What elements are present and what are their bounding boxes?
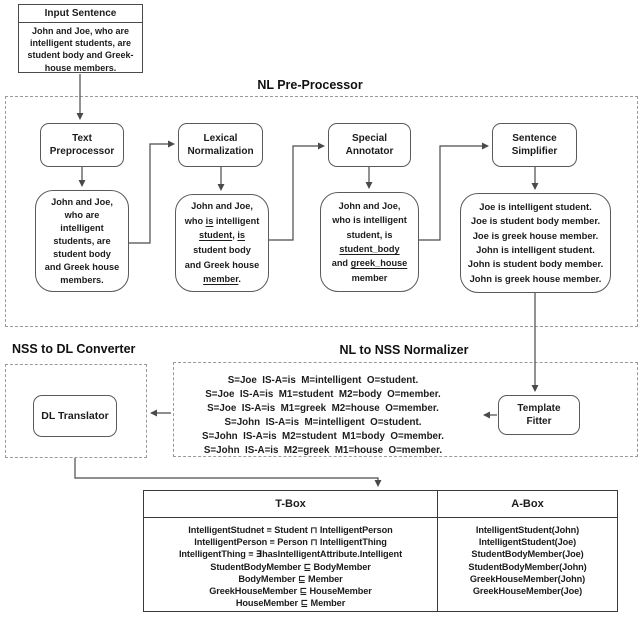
simplified-sentences-box: Joe is intelligent student.Joe is studen… [460,193,611,293]
tbox-header: T-Box [144,491,437,518]
abox-column: A-Box IntelligentStudent(John)Intelligen… [438,491,617,611]
tbox-abox-table: T-Box IntelligentStudnet ≡ Student ⊓ Int… [143,490,618,612]
abox-rows: IntelligentStudent(John)IntelligentStude… [468,525,587,597]
normalizer-section-label: NL to NSS Normalizer [339,343,469,357]
tbox-column: T-Box IntelligentStudnet ≡ Student ⊓ Int… [144,491,438,611]
converter-section-border [5,364,147,458]
normalizer-section-border [173,362,638,457]
input-sentence-header: Input Sentence [19,5,142,23]
arrow-converter-to-table [74,458,382,487]
converter-section-label: NSS to DL Converter [12,342,136,356]
tbox-rows: IntelligentStudnet ≡ Student ⊓ Intellige… [178,525,403,609]
nss-output-text: S=Joe IS-A=is M=intelligent O=student.S=… [202,375,444,456]
preprocessor-section-label: NL Pre-Processor [257,78,363,92]
preprocessor-section-border [5,96,638,327]
abox-header: A-Box [438,491,617,518]
dl-translator-box: DL Translator [33,395,117,437]
